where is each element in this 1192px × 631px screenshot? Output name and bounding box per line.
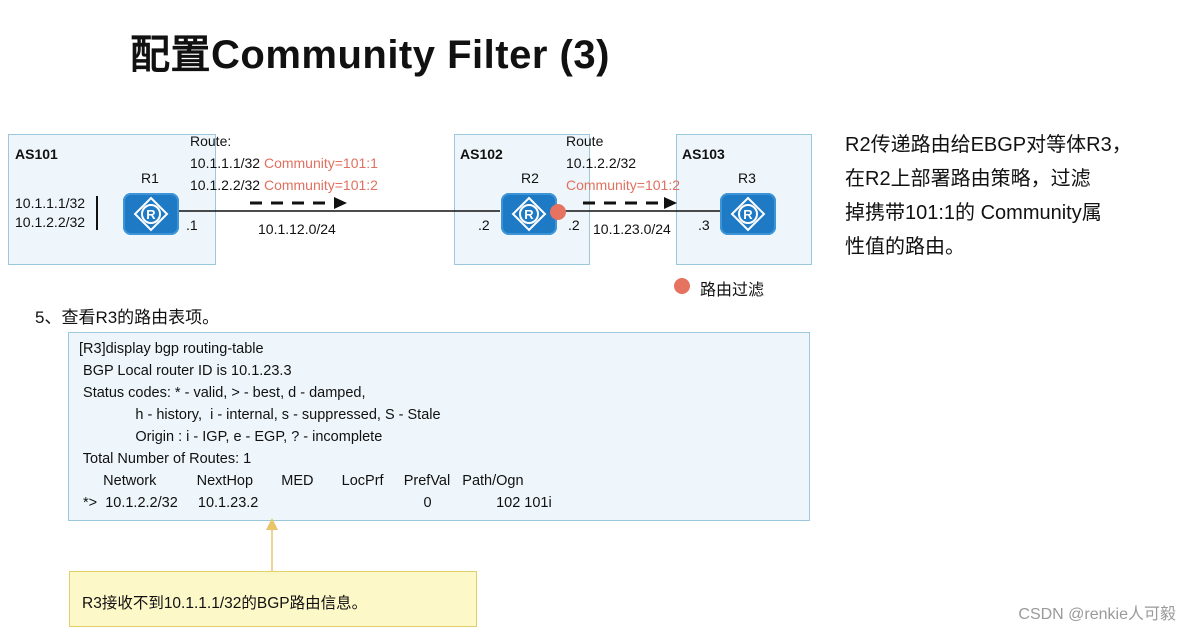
svg-text:R: R <box>743 207 753 222</box>
cli-line: [R3]display bgp routing-table <box>79 341 264 357</box>
description-line: 性值的路由。 <box>845 236 965 258</box>
description-line: 在R2上部署路由策略，过滤 <box>845 168 1091 190</box>
route-block-1-heading: Route: <box>190 133 232 149</box>
as102-label: AS102 <box>460 146 503 162</box>
r3-interface-label: .3 <box>698 217 710 233</box>
route-block-1: Route: 10.1.1.1/32 Community=101:1 10.1.… <box>190 130 378 196</box>
cli-line: Total Number of Routes: 1 <box>79 451 252 467</box>
cli-line: BGP Local router ID is 10.1.23.3 <box>79 363 292 379</box>
route-community: Community=101:1 <box>263 155 378 171</box>
link-subnet-r1-r2: 10.1.12.0/24 <box>258 221 336 237</box>
route-block-2-prefix: 10.1.2.2/32 <box>566 155 637 171</box>
callout-note-text: R3接收不到10.1.1.1/32的BGP路由信息。 <box>82 595 368 612</box>
link-subnet-r2-r3: 10.1.23.0/24 <box>593 221 671 237</box>
r1-route-1: 10.1.1.1/32 <box>15 195 86 211</box>
cli-line: *> 10.1.2.2/32 10.1.23.2 0 102 101i <box>79 495 552 511</box>
r2-label: R2 <box>521 170 539 186</box>
cli-line: Status codes: * - valid, > - best, d - d… <box>79 385 366 401</box>
description-line: R2传递路由给EBGP对等体R3， <box>845 134 1132 156</box>
r2-router-icon: R <box>501 193 557 235</box>
as103-label: AS103 <box>682 146 725 162</box>
route-block-1-line-1: 10.1.1.1/32 Community=101:1 <box>190 152 378 174</box>
svg-text:R: R <box>146 207 156 222</box>
legend-label: 路由过滤 <box>700 282 765 299</box>
legend-dot-icon <box>674 278 690 294</box>
r1-label: R1 <box>141 170 159 186</box>
route-block-2-heading: Route <box>566 133 604 149</box>
callout-arrow <box>266 518 278 572</box>
route-prefix: 10.1.1.1/32 <box>190 155 261 171</box>
r1-interface-label: .1 <box>186 217 198 233</box>
svg-text:R: R <box>524 207 534 222</box>
r1-router-icon: R <box>123 193 179 235</box>
r1-route-2: 10.1.2.2/32 <box>15 214 86 230</box>
cli-line: Origin : i - IGP, e - EGP, ? - incomplet… <box>79 429 383 445</box>
r2-left-interface-label: .2 <box>478 217 490 233</box>
step-label: 5、查看R3的路由表项。 <box>35 308 220 327</box>
callout-note: R3接收不到10.1.1.1/32的BGP路由信息。 <box>69 571 477 627</box>
route-prefix: 10.1.2.2/32 <box>190 177 261 193</box>
r3-label: R3 <box>738 170 756 186</box>
route-community: Community=101:2 <box>263 177 378 193</box>
description: R2传递路由给EBGP对等体R3， 在R2上部署路由策略，过滤 掉携带101:1… <box>845 128 1165 264</box>
as101-box <box>8 134 216 265</box>
description-line: 掉携带101:1的 Community属 <box>845 202 1102 224</box>
route-block-2: Route 10.1.2.2/32 Community=101:2 <box>566 130 680 196</box>
route-filter-marker <box>550 204 566 220</box>
page-title: 配置Community Filter (3) <box>130 33 610 77</box>
topology-links <box>96 196 722 230</box>
cli-line: Network NextHop MED LocPrf PrefVal Path/… <box>79 473 524 489</box>
cli-line: h - history, i - internal, s - suppresse… <box>79 407 441 423</box>
cli-output-panel: [R3]display bgp routing-table BGP Local … <box>68 332 810 521</box>
as101-label: AS101 <box>15 146 58 162</box>
r2-right-interface-label: .2 <box>568 217 580 233</box>
route-block-1-line-2: 10.1.2.2/32 Community=101:2 <box>190 174 378 196</box>
r3-router-icon: R <box>720 193 776 235</box>
watermark: CSDN @renkie人可毅 <box>1018 606 1176 623</box>
route-block-2-community: Community=101:2 <box>566 177 681 193</box>
